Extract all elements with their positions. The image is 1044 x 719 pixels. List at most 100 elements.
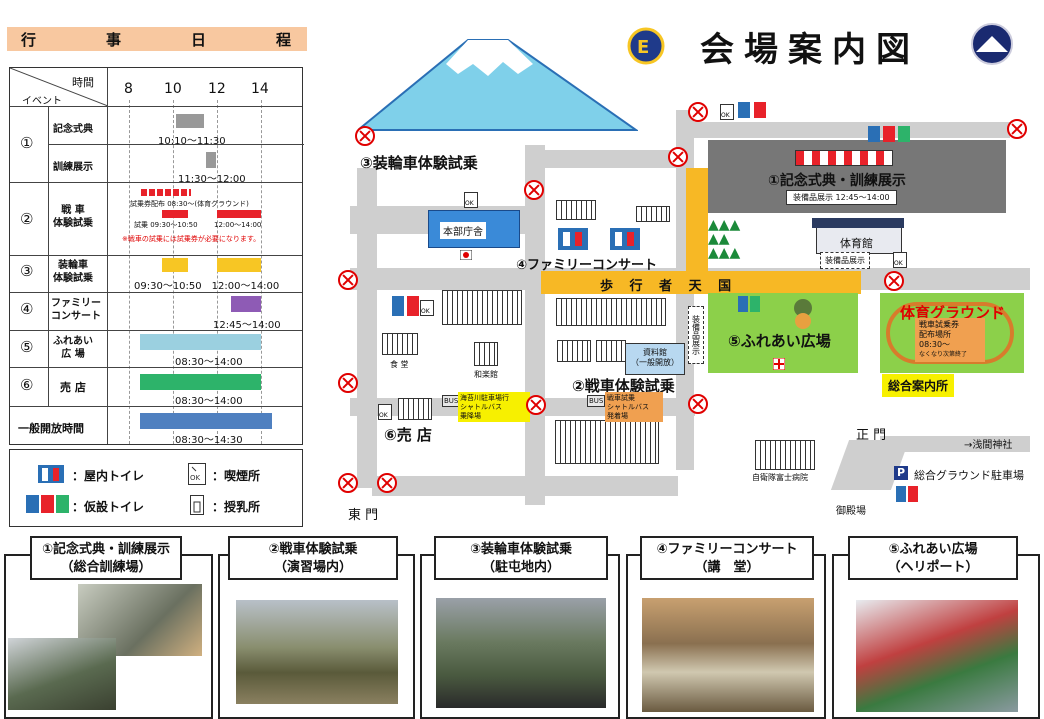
- indoor-toilet-icon: [38, 465, 64, 483]
- label-fureai: ⑤ふれあい広場: [728, 332, 831, 350]
- toilet-icon: [392, 296, 419, 316]
- bar-ticket: [141, 189, 191, 196]
- photo-caption-4: ④ファミリーコンサート（講 堂）: [640, 536, 814, 580]
- time-shop: 08:30～14:00: [175, 396, 243, 407]
- ceremony-stage: [795, 150, 893, 166]
- hour-8: 8: [124, 81, 133, 97]
- photo-panel-1: [4, 554, 213, 719]
- bar-ceremony: [176, 114, 204, 128]
- smoking-icon: OK: [464, 192, 478, 208]
- bar-wheeled-pm: [217, 258, 261, 272]
- time-fureai: 08:30～14:00: [175, 357, 243, 368]
- road: [357, 168, 377, 488]
- time-wheeled: 09:30～10:50 12:00～14:00: [134, 281, 280, 292]
- svg-text:OK: OK: [894, 260, 904, 267]
- photo-panel-2: [218, 554, 415, 719]
- col-time-label: 時間: [72, 76, 94, 89]
- label-wakan: 和楽館: [474, 370, 498, 379]
- label-tank: ②戦車体験試乗: [572, 377, 675, 395]
- legend-indoor-toilet: ：屋内トイレ: [72, 469, 145, 483]
- label-ground: 体育グラウンド: [900, 304, 1006, 322]
- shuttle-bus-stop-2: 戦車試乗 シャトルバス 発着場: [605, 392, 663, 422]
- time-training: 11:30～12:00: [178, 174, 246, 185]
- row-label-tank: 戦 車 体験試乗: [53, 205, 93, 229]
- svg-text:OK: OK: [465, 200, 475, 207]
- label-hq: 本部庁舎: [440, 222, 486, 239]
- building: [555, 420, 659, 464]
- smoking-icon: OK: [420, 300, 434, 316]
- first-aid-icon: [773, 358, 785, 370]
- building: [382, 333, 418, 355]
- label-east-gate: 東 門: [348, 508, 379, 523]
- road: [880, 436, 1030, 452]
- concert-photo: [642, 598, 814, 712]
- trees-icon: ▲▲▲▲▲▲▲▲: [708, 217, 741, 261]
- row-label-concert: ファミリー コンサート: [51, 298, 101, 322]
- schedule-header: 行 事 日 程: [7, 27, 307, 51]
- building: [636, 206, 670, 222]
- road: [690, 122, 1010, 138]
- row-label-wheeled: 装輪車 体験試乗: [53, 260, 93, 284]
- hour-10: 10: [164, 81, 182, 97]
- no-entry-icon: [355, 126, 375, 146]
- pedestrian-road: [541, 271, 861, 294]
- no-entry-icon: [688, 394, 708, 414]
- col-event-label: イベント: [22, 96, 62, 107]
- bar-tank-am: [162, 210, 188, 218]
- smoking-icon: OK: [378, 404, 392, 420]
- smoking-icon: OK: [720, 104, 734, 120]
- shop-building: [398, 398, 432, 420]
- legend-temp-toilet: ：仮設トイレ: [72, 500, 145, 514]
- label-shop: ⑥売 店: [384, 426, 432, 444]
- no-entry-icon: [884, 271, 904, 291]
- hour-14: 14: [251, 81, 269, 97]
- building: [557, 340, 591, 362]
- label-gotemba: 御殿場: [836, 506, 866, 517]
- shuttle-bus-stop-1: 海苔川駐車場行 シャトルバス 乗降場: [458, 392, 530, 422]
- no-entry-icon: [338, 373, 358, 393]
- parking-icon: P: [894, 466, 908, 480]
- header-diagonal: [10, 68, 108, 106]
- tank-line2a: 試乗 09:30～10:50: [134, 221, 198, 229]
- bar-training: [206, 152, 216, 168]
- legend-smoking: ：喫煙所: [212, 469, 261, 483]
- gym-roof: [812, 218, 904, 228]
- building: [442, 290, 522, 325]
- flag-icon: [460, 250, 472, 260]
- nursing-icon: [190, 495, 204, 515]
- smoking-icon: OK: [188, 463, 206, 485]
- building: [556, 298, 666, 326]
- row-label-training: 訓練展示: [53, 162, 93, 173]
- toilet-icon: [868, 126, 910, 142]
- equipment-display-2: 装備品展示: [820, 252, 870, 269]
- photo-panel-3: [420, 554, 620, 719]
- svg-text:E: E: [637, 37, 649, 58]
- row-label-fureai: ふれあい 広 場: [53, 336, 93, 360]
- photo-caption-5: ⑤ふれあい広場（ヘリポート）: [848, 536, 1018, 580]
- bar-wheeled-am: [162, 258, 188, 272]
- no-entry-icon: [1007, 119, 1027, 139]
- row-label-ceremony: 記念式典: [53, 124, 93, 135]
- legend-nursing: ：授乳所: [212, 500, 261, 514]
- photo-panel-5: [832, 554, 1040, 719]
- svg-text:OK: OK: [190, 474, 201, 482]
- row-num-2: ②: [20, 210, 34, 228]
- no-entry-icon: [688, 102, 708, 122]
- bar-tank-pm: [217, 210, 261, 218]
- label-info: 総合案内所: [882, 374, 955, 397]
- hospital-building: [755, 440, 815, 470]
- label-main-gate: 正 門: [856, 428, 887, 443]
- row-label-shop: 売 店: [60, 381, 86, 394]
- label-hospital: 自衛隊富士病院: [752, 473, 808, 482]
- building: [556, 200, 596, 220]
- label-parking: 総合グラウンド駐車場: [914, 469, 1024, 482]
- label-concert: ④ファミリーコンサート: [516, 258, 658, 273]
- toilet-icon: [610, 228, 640, 250]
- pedestrian-zone: [686, 168, 708, 293]
- mount-fuji-illustration: [358, 39, 638, 131]
- row-num-4: ④: [20, 300, 34, 318]
- tanks-photo: [8, 638, 116, 710]
- smoking-icon: OK: [893, 252, 907, 268]
- unit-emblem-icon: [971, 23, 1013, 65]
- label-ceremony: ①記念式典・訓練展示: [768, 173, 906, 189]
